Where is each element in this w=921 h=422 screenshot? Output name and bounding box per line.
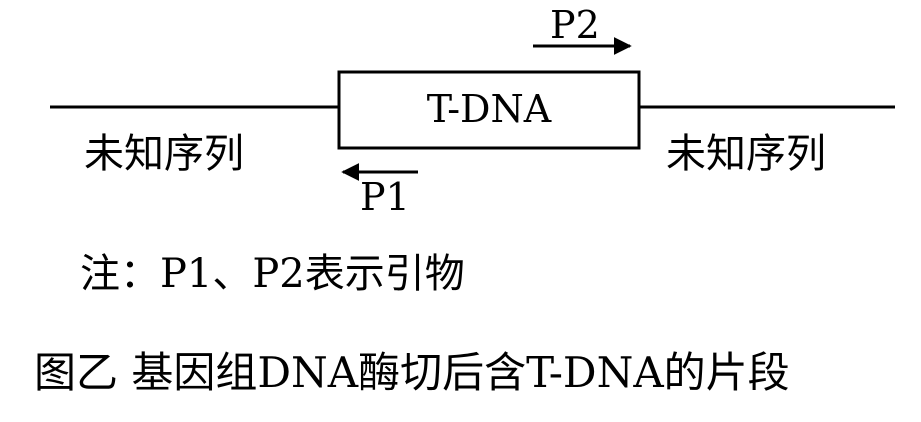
primer-p1-label: P1 bbox=[360, 175, 410, 219]
left-unknown-sequence-label: 未知序列 bbox=[84, 131, 244, 177]
figure-caption: 图乙 基因组DNA酶切后含T-DNA的片段 bbox=[34, 348, 790, 397]
tdna-box bbox=[337, 70, 641, 150]
primer-note: 注：P1、P2表示引物 bbox=[80, 251, 465, 297]
right-unknown-sequence-label: 未知序列 bbox=[666, 131, 826, 177]
tdna-label: T-DNA bbox=[426, 87, 552, 131]
primer-p2-label: P2 bbox=[550, 3, 600, 47]
